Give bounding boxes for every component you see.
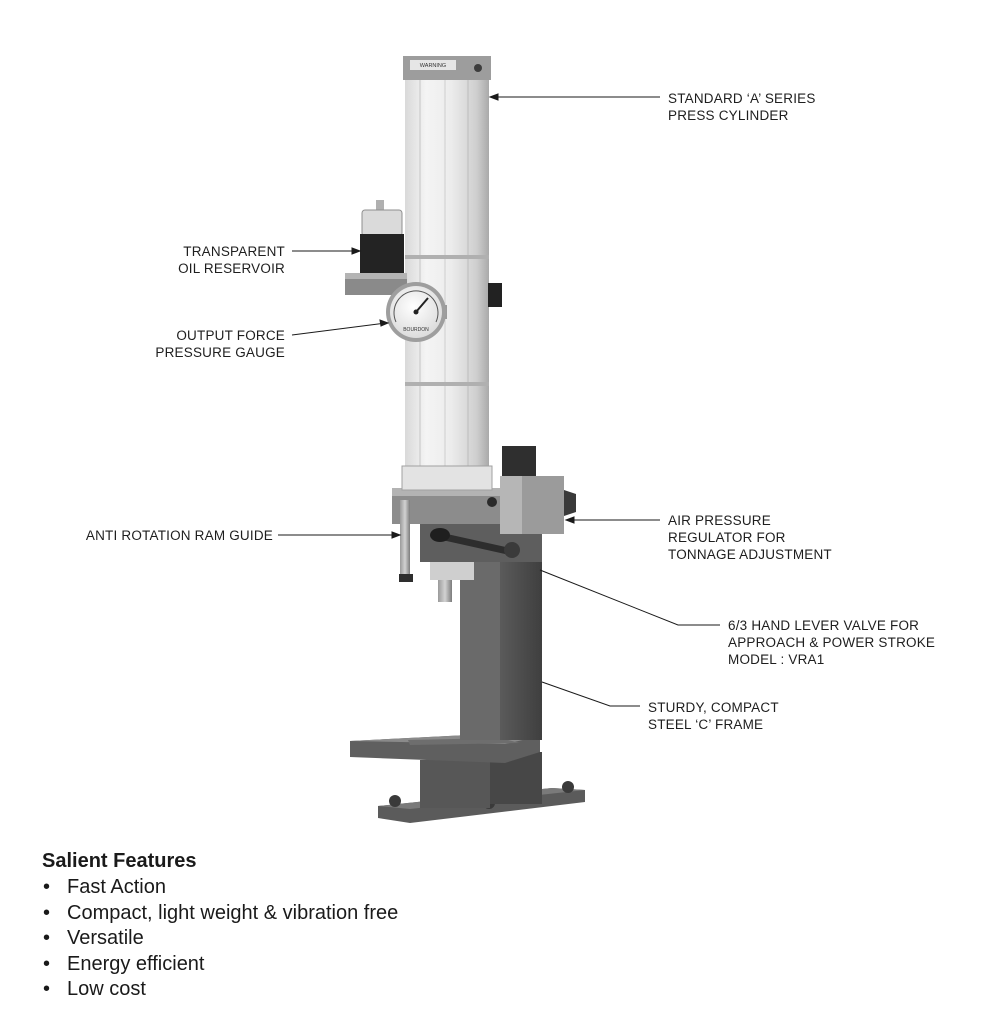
c-frame	[420, 520, 542, 740]
feature-item: • Low cost	[40, 977, 398, 1003]
gauge-brand: BOURDON	[403, 327, 429, 333]
callout-line: OIL RESERVOIR	[178, 261, 285, 276]
callout-line: OUTPUT FORCE	[176, 328, 285, 343]
callout-line: TONNAGE ADJUSTMENT	[668, 547, 832, 562]
callout-line: MODEL : VRA1	[728, 652, 825, 667]
callout-line: PRESS CYLINDER	[668, 108, 789, 123]
press-cylinder	[401, 56, 502, 491]
callout-pressure-gauge: OUTPUT FORCE PRESSURE GAUGE	[155, 327, 285, 361]
bullet-icon: •	[43, 952, 51, 975]
feature-text: Versatile	[67, 927, 144, 949]
bullet-icon: •	[43, 978, 51, 1000]
feature-item: • Energy efficient	[40, 952, 398, 978]
bullet-icon: •	[43, 927, 51, 949]
cylinder-warning-plate: WARNING	[420, 63, 446, 69]
pressure-gauge	[386, 282, 447, 342]
callout-line: TRANSPARENT	[183, 244, 285, 259]
leader-lines	[278, 93, 720, 707]
oil-reservoir	[345, 200, 407, 295]
callout-line: STANDARD ‘A’ SERIES	[668, 91, 816, 106]
ram-tool	[430, 562, 474, 602]
callout-line: STURDY, COMPACT	[648, 700, 779, 715]
salient-features: Salient Features • Fast Action • Compact, …	[40, 850, 398, 1003]
callout-line: APPROACH & POWER STROKE	[728, 635, 936, 650]
callout-line: ANTI ROTATION RAM GUIDE	[85, 528, 273, 543]
features-list: • Fast Action • Compact, light weight & vi…	[40, 875, 398, 1003]
callout-line: PRESSURE GAUGE	[155, 345, 285, 360]
callout-line: AIR PRESSURE	[668, 513, 771, 528]
callout-line: REGULATOR FOR	[668, 530, 786, 545]
callout-air-regulator: AIR PRESSURE REGULATOR FOR TONNAGE ADJUS…	[668, 512, 832, 563]
hand-lever	[430, 528, 520, 558]
bullet-icon: •	[43, 901, 51, 924]
callout-c-frame: STURDY, COMPACT STEEL ‘C’ FRAME	[648, 699, 779, 733]
ram-guide	[399, 500, 413, 582]
bullet-icon: •	[43, 876, 51, 898]
callout-hand-lever-valve: 6/3 HAND LEVER VALVE FOR APPROACH & POWE…	[728, 617, 935, 668]
callout-line: 6/3 HAND LEVER VALVE FOR	[728, 618, 920, 633]
work-table	[350, 733, 540, 763]
feature-text: Energy efficient	[67, 952, 205, 975]
callout-oil-reservoir: TRANSPARENT OIL RESERVOIR	[178, 243, 285, 277]
features-title: Salient Features	[42, 850, 197, 872]
feature-text: Low cost	[67, 978, 146, 1000]
air-regulator	[500, 446, 576, 534]
feature-item: • Versatile	[40, 926, 398, 952]
feature-item: • Compact, light weight & vibration free	[40, 901, 398, 927]
crosshead	[392, 488, 502, 524]
feature-text: Compact, light weight & vibration free	[67, 901, 399, 924]
feature-item: • Fast Action	[40, 875, 398, 901]
callout-press-cylinder: STANDARD ‘A’ SERIES PRESS CYLINDER	[668, 90, 816, 124]
feature-text: Fast Action	[67, 876, 166, 898]
callout-line: STEEL ‘C’ FRAME	[648, 717, 764, 732]
callout-ram-guide: ANTI ROTATION RAM GUIDE	[86, 527, 273, 544]
